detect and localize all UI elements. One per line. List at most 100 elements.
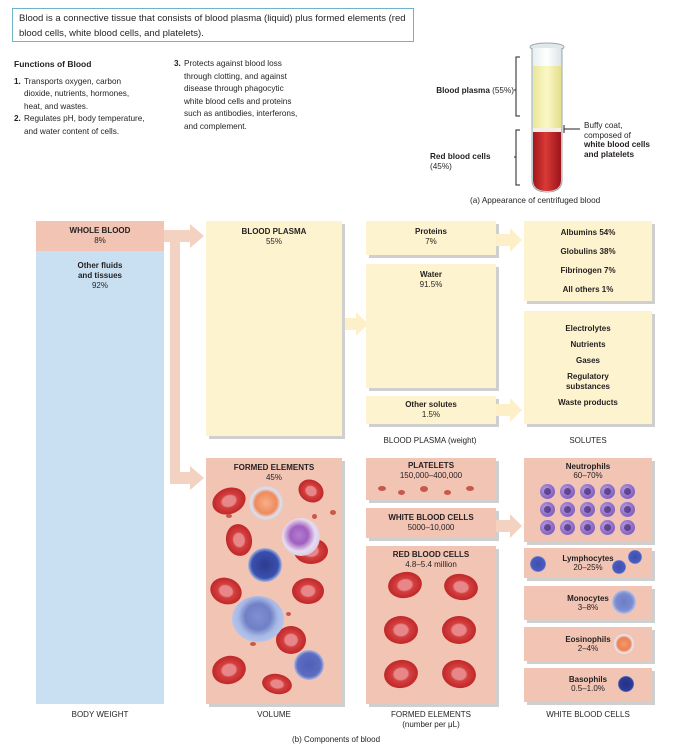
flow-connectors [160,224,368,490]
water-box: Water 91.5% [366,264,496,388]
wbc-arrow [496,514,522,538]
monocytes-name: Monocytes [567,594,609,603]
whole-blood-title: WHOLE BLOOD [69,226,131,235]
whole-blood-pct: 8% [94,236,106,245]
platelet [330,510,336,515]
function-1-number: 1. [14,76,21,86]
plasma-pct-label: Blood plasma (55%) [418,85,514,98]
blood-plasma-box: BLOOD PLASMA 55% [206,221,342,436]
neutrophil-cell [580,502,595,517]
neutrophil-cell [580,484,595,499]
neutrophils-name: Neutrophils [565,462,611,471]
solute-item: Waste products [558,398,618,407]
neutrophil-cell [560,484,575,499]
label-formed-number-line1: FORMED ELEMENTS [390,710,471,719]
function-2-line: and water content of cells. [24,126,120,136]
blood-plasma-title: BLOOD PLASMA [241,227,307,236]
formed-elements-pct: 45% [265,473,282,482]
platelet [466,486,474,491]
neutrophil-cell [620,484,635,499]
neutrophil-cell [620,502,635,517]
platelet [398,490,405,495]
solute-item: Nutrients [570,340,606,349]
function-item-1: 1. Transports oxygen, carbon dioxide, nu… [14,76,174,114]
label-formed-number: FORMED ELEMENTS (number per μL) [356,710,506,730]
function-1-line: Transports oxygen, carbon [24,76,122,86]
plasma-arrows [496,228,522,422]
neutrophil-cell [540,520,555,535]
function-3-line: white blood cells and proteins [184,96,292,106]
water-pct: 91.5% [419,280,443,289]
proteins-title: Proteins [414,227,447,236]
buffy-bold-line: and platelets [584,149,635,159]
platelets-range: 150,000–400,000 [399,471,463,480]
lymphocyte-cell [530,556,546,572]
other-solutes-box: Other solutes 1.5% [366,396,496,424]
lymphocytes-name: Lymphocytes [562,554,614,563]
functions-list: Functions of Blood 1. Transports oxygen,… [14,58,174,138]
rbc-title: RED BLOOD CELLS [392,550,470,559]
platelet [286,612,291,616]
function-2-number: 2. [14,114,21,123]
rbc-range: 4.8–5.4 million [405,560,457,569]
monocytes-pct: 3–8% [577,603,599,612]
platelet [250,642,256,646]
caption-b: (b) Components of blood [291,735,381,744]
other-solutes-title: Other solutes [405,400,457,409]
neutrophil-cell [600,484,615,499]
other-fluids-title-2: and tissues [77,271,122,280]
platelet [226,514,232,518]
protein-types-box: Albumins 54% Globulins 38% Fibrinogen 7%… [524,221,652,301]
white-blood-cells-box: WHITE BLOOD CELLS 5000–10,000 [366,508,496,538]
wbc-title: WHITE BLOOD CELLS [388,513,474,522]
water-title: Water [420,270,442,279]
red-blood-cell [292,578,324,604]
proteins-pct: 7% [425,237,437,246]
rbc-label: Red blood cells [430,152,491,161]
blood-plasma-pct: 55% [265,237,282,246]
other-fluids-box: Other fluids and tissues 92% [36,251,164,704]
function-3-line: disease through phagocytic [184,84,284,93]
eosinophils-pct: 2–4% [577,644,599,653]
buffy-bold-line: white blood cells [584,140,650,149]
caption-a: (a) Appearance of centrifuged blood [470,196,601,205]
label-formed-number-line2: (number per μL) [402,720,460,729]
platelet [312,514,317,519]
other-fluids-pct: 92% [91,281,108,290]
intro-line-2: blood cells, white blood cells, and plat… [19,28,204,39]
platelet [420,486,428,492]
buffy-line: Buffy coat, [584,121,623,130]
basophils-pct: 0.5–1.0% [571,684,605,693]
neutrophil-cell [282,518,320,556]
neutrophil-cell [560,502,575,517]
proteins-box: Proteins 7% [366,221,496,255]
neutrophil-cell [600,520,615,535]
protein-type: Globulins 38% [560,247,616,256]
function-1-line: heat, and wastes. [24,101,89,111]
platelets-title: PLATELETS [407,461,455,470]
formed-elements-title: FORMED ELEMENTS [233,463,315,472]
platelet [378,486,386,491]
function-2-line: Regulates pH, body temperature, [24,114,145,123]
solute-item: Gases [575,356,601,365]
function-3-line: through clotting, and against [184,71,287,81]
lymphocytes-pct: 20–25% [573,563,603,572]
neutrophil-cell [580,520,595,535]
platelets-box: PLATELETS 150,000–400,000 [366,458,496,500]
function-item-3: 3. Protects against blood loss through c… [174,58,344,133]
label-body-weight: BODY WEIGHT [71,710,129,719]
function-3-line: Protects against blood loss [184,59,282,68]
other-fluids-title: Other fluids [77,261,123,270]
centrifuged-blood-tube-illustration [529,42,565,193]
whole-blood-box: WHOLE BLOOD 8% [36,221,164,251]
wbc-range: 5000–10,000 [407,523,455,532]
neutrophil-cell [600,502,615,517]
solutes-box: Electrolytes Nutrients Gases Regulatory … [524,311,652,424]
neutrophil-cell [540,502,555,517]
function-3-line: such as antibodies, interferons, [184,109,298,118]
lymphocyte-cell [628,550,642,564]
eosinophil-cell [614,634,634,654]
red-blood-cell [276,626,306,654]
protein-type: Albumins 54% [560,228,616,237]
buffy-line: composed of [584,130,631,140]
